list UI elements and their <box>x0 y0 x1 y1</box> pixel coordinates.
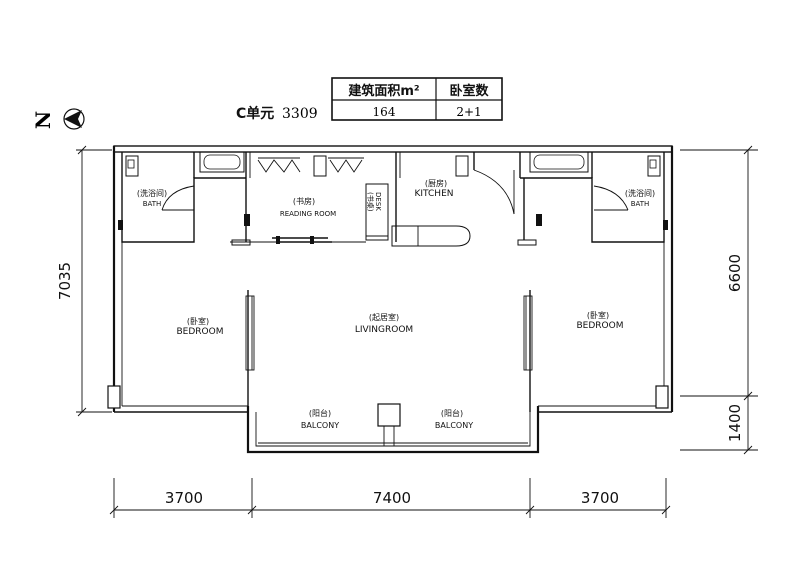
kitchen-en: KITCHEN <box>415 189 454 199</box>
balcony-right-cn: (阳台) <box>441 408 463 418</box>
right-bathroom: (洗浴间) BATH <box>517 151 665 246</box>
reading-cn: (书房) <box>293 196 315 206</box>
north-label: N <box>31 111 55 129</box>
dimension-right: 6600 1400 <box>680 145 758 455</box>
table-area-header: 建筑面积m² <box>348 83 419 99</box>
table-area-value: 164 <box>373 105 396 119</box>
north-arrow-pointer-icon <box>64 110 82 128</box>
living-en: LIVINGROOM <box>355 325 413 335</box>
desk-en: DESK <box>374 192 382 211</box>
dim-bottom-left: 3700 <box>165 489 203 507</box>
kitchen-cn: (厨房) <box>425 178 447 188</box>
bath-right-en: BATH <box>631 200 650 208</box>
balcony-right-en: BALCONY <box>435 421 473 430</box>
desk-cn: (书桌) <box>366 192 375 212</box>
dim-right-upper: 6600 <box>726 254 744 292</box>
left-bathroom: (洗浴间) BATH <box>121 151 251 246</box>
unit-label: C单元 <box>236 105 274 122</box>
bath-left-cn: (洗浴间) <box>137 188 167 198</box>
bedroom-left-en: BEDROOM <box>177 327 224 337</box>
reading-room: (书房) READING ROOM DESK (书桌) <box>230 152 389 244</box>
outer-walls <box>107 145 674 454</box>
table-bedrooms-value: 2+1 <box>456 105 481 119</box>
north-arrow: N <box>31 108 85 130</box>
dim-bottom-right: 3700 <box>581 489 619 507</box>
dim-bottom-mid: 7400 <box>373 489 411 507</box>
glass-partitions <box>245 290 533 412</box>
dimension-bottom: 3700 7400 3700 <box>109 478 671 518</box>
dim-right-lower: 1400 <box>726 404 744 442</box>
dim-left-height: 7035 <box>56 262 74 300</box>
area-table: 建筑面积m² 卧室数 164 2+1 <box>331 77 503 121</box>
bedroom-right-en: BEDROOM <box>577 321 624 331</box>
dimension-left: 7035 <box>56 145 112 417</box>
living-cn: (起居室) <box>369 312 399 322</box>
bedroom-left-cn: (卧室) <box>187 316 209 326</box>
balcony-left-cn: (阳台) <box>309 408 331 418</box>
bath-left-en: BATH <box>143 200 162 208</box>
kitchen: (厨房) KITCHEN <box>391 152 515 247</box>
bedroom-right-cn: (卧室) <box>587 310 609 320</box>
balcony-column <box>377 403 401 446</box>
balcony-left-en: BALCONY <box>301 421 339 430</box>
bath-right-cn: (洗浴间) <box>625 188 655 198</box>
table-bedrooms-header: 卧室数 <box>449 83 489 99</box>
unit-code: 3309 <box>282 106 318 122</box>
reading-en: READING ROOM <box>280 210 336 218</box>
